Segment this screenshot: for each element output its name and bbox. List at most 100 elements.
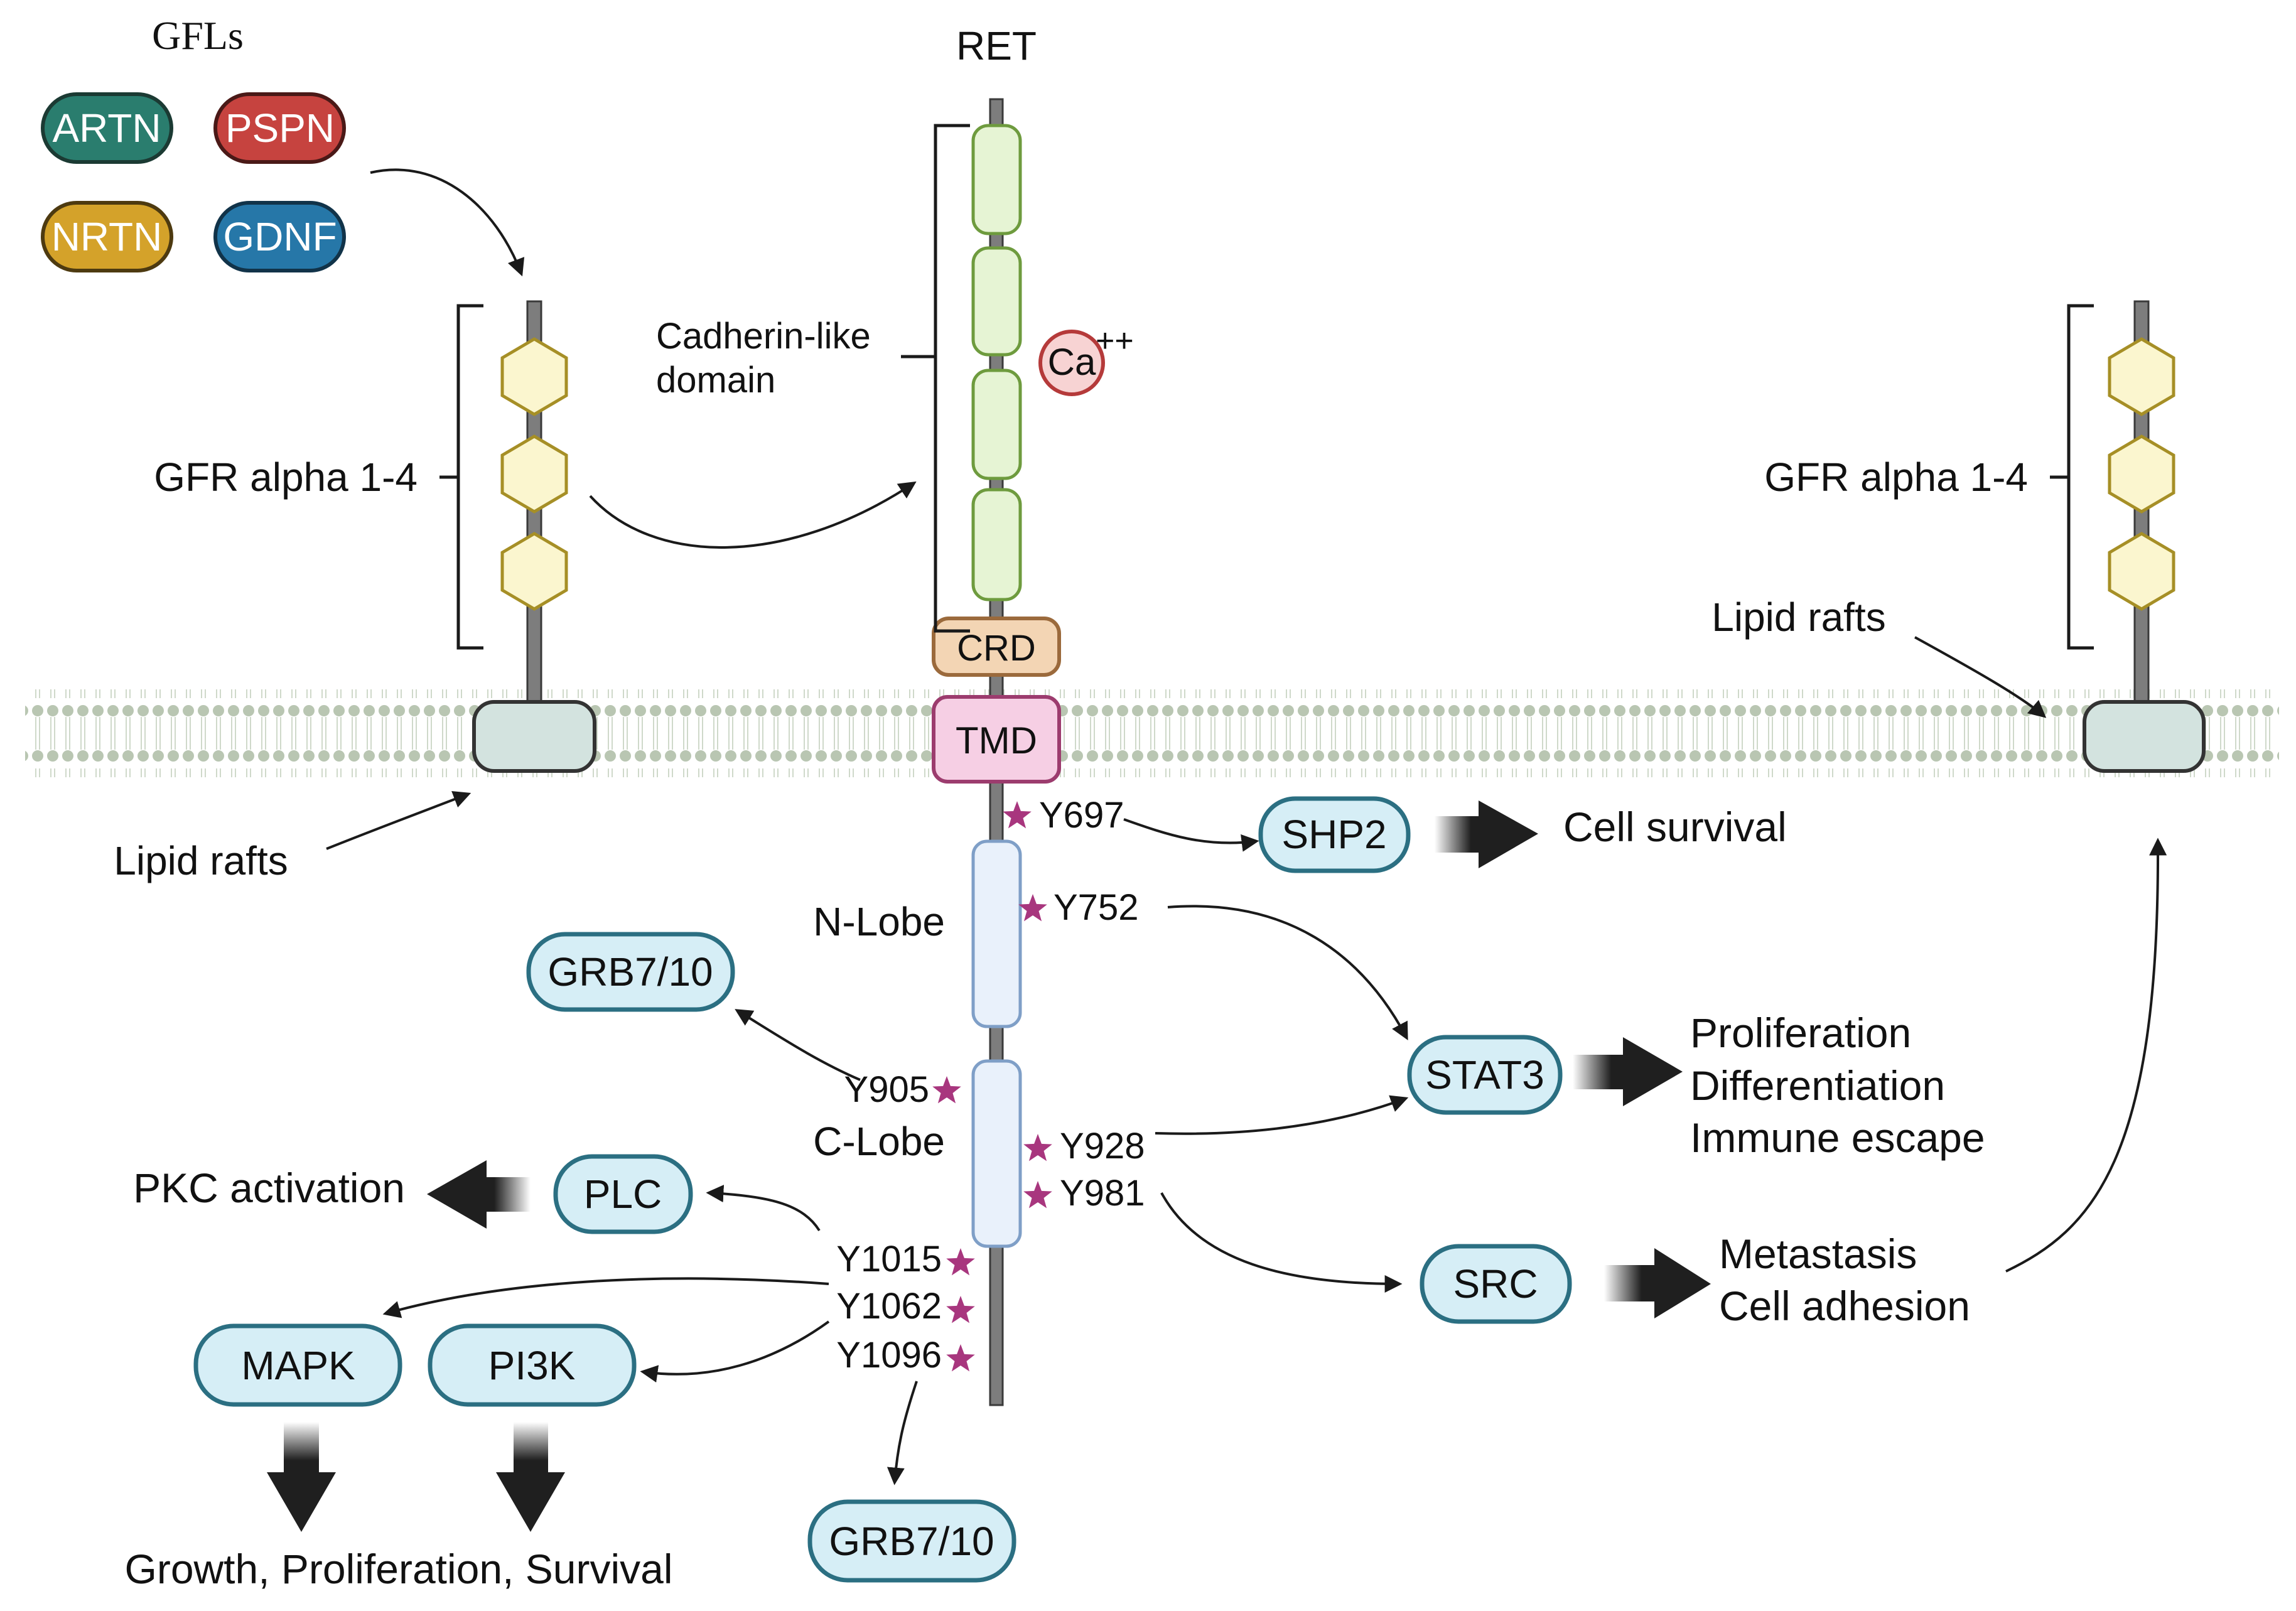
stat3-label: STAT3	[1425, 1052, 1544, 1097]
lipid-rafts-left-arrow	[326, 790, 472, 850]
gfr-domain-hexagon	[2108, 337, 2175, 416]
cadherin-domain	[971, 246, 1022, 357]
effector-pi3k: PI3K	[428, 1323, 637, 1407]
outcome-pkc-activation: PKC activation	[133, 1165, 405, 1211]
pi3k-label: PI3K	[488, 1343, 576, 1388]
outcome-metastasis: Metastasis	[1719, 1231, 1917, 1277]
tmd-label: TMD	[956, 719, 1037, 762]
crd-label: CRD	[957, 628, 1036, 669]
y981-to-src-arrow	[1160, 1192, 1403, 1293]
tyrosine-y697: Y697	[1039, 795, 1124, 836]
ret-title: RET	[956, 23, 1037, 68]
n-lobe-domain	[971, 839, 1022, 1028]
src-label: SRC	[1453, 1261, 1538, 1307]
ligand-gdnf: GDNF	[213, 201, 346, 272]
y752-to-stat3-arrow	[1167, 905, 1408, 1040]
phospho-star-icon	[1023, 1134, 1052, 1161]
phospho-star-icon	[946, 1296, 975, 1323]
phospho-star-icon	[946, 1344, 975, 1372]
calcium-ion: Ca ++	[1038, 323, 1134, 396]
c-lobe-label: C-Lobe	[813, 1119, 945, 1164]
shp2-outcome-arrow	[1435, 800, 1538, 868]
ligand-binding-arrow	[370, 168, 525, 277]
gfr-alpha-right-label: GFR alpha 1-4	[1764, 455, 2028, 500]
effector-grb-bottom: GRB7/10	[807, 1499, 1016, 1583]
y1062-to-pi3k-arrow	[640, 1320, 830, 1383]
gfr-domain-hexagon	[2108, 434, 2175, 514]
outcome-cell-adhesion: Cell adhesion	[1719, 1283, 1970, 1329]
y1062-to-mapk-arrow	[382, 1277, 829, 1318]
ret-receptor: RET Ca ++ CRD TMD	[932, 23, 1134, 1406]
metastasis-to-lipid-raft-arrow	[2005, 838, 2167, 1273]
tyrosine-y905: Y905	[844, 1069, 929, 1110]
grb-bottom-label: GRB7/10	[829, 1519, 994, 1564]
mapk-label: MAPK	[241, 1343, 355, 1388]
tyrosine-y1096: Y1096	[836, 1335, 942, 1376]
ligand-pspn-label: PSPN	[225, 105, 335, 151]
ligand-pspn: PSPN	[213, 92, 346, 164]
y697-to-shp2-arrow	[1123, 818, 1259, 852]
effector-src: SRC	[1420, 1244, 1572, 1324]
phospho-star-icon	[1003, 801, 1032, 829]
cadherin-label-line1: Cadherin-like	[656, 316, 871, 357]
gfr-alpha-left	[472, 300, 596, 773]
phospho-star-icon	[1023, 1181, 1052, 1209]
tyrosine-y928: Y928	[1060, 1126, 1145, 1166]
tyrosine-y1062: Y1062	[836, 1286, 942, 1327]
pi3k-outcome-arrow	[496, 1422, 565, 1532]
phospho-star-icon	[946, 1248, 975, 1276]
cadherin-domain	[971, 124, 1022, 235]
phospho-star-icon	[1018, 894, 1047, 922]
outcome-immune-escape: Immune escape	[1690, 1114, 1985, 1161]
cadherin-domain	[971, 488, 1022, 601]
gfr-alpha-left-label: GFR alpha 1-4	[154, 455, 418, 500]
gfls-title: GFLs	[152, 13, 244, 58]
cadherin-label-line2: domain	[656, 360, 775, 401]
ligand-nrtn-label: NRTN	[51, 214, 163, 259]
tyrosine-y1015: Y1015	[836, 1239, 942, 1280]
gfr-to-ret-arrow	[589, 481, 917, 549]
tyrosine-y752: Y752	[1054, 887, 1138, 928]
gfr-alpha-right	[2083, 300, 2206, 773]
lipid-raft-anchor	[472, 700, 596, 773]
effector-grb-top: GRB7/10	[526, 932, 735, 1012]
outcome-cell-survival: Cell survival	[1563, 804, 1787, 850]
shp2-label: SHP2	[1281, 812, 1386, 857]
effector-stat3: STAT3	[1407, 1035, 1563, 1115]
c-lobe-domain	[971, 1059, 1022, 1248]
ligand-artn-label: ARTN	[52, 105, 161, 151]
y1015-to-plc-arrow	[706, 1185, 821, 1232]
mapk-outcome-arrow	[267, 1422, 336, 1532]
cadherin-bracket	[934, 124, 970, 633]
gfr-bracket-left	[456, 304, 483, 650]
effector-shp2: SHP2	[1258, 796, 1411, 873]
y905-to-grb-arrow	[735, 1009, 861, 1081]
gfr-domain-hexagon	[500, 532, 568, 611]
y1096-to-grb-arrow	[887, 1381, 918, 1485]
phospho-sites	[932, 801, 1052, 1372]
ligand-gdnf-label: GDNF	[223, 214, 337, 259]
phospho-star-icon	[932, 1076, 961, 1104]
src-outcome-arrow	[1604, 1248, 1711, 1318]
gfr-bracket-right	[2067, 304, 2094, 650]
outcome-differentiation: Differentiation	[1690, 1062, 1945, 1109]
cadherin-domain	[971, 369, 1022, 480]
ligand-nrtn: NRTN	[41, 201, 173, 272]
n-lobe-label: N-Lobe	[813, 899, 945, 944]
calcium-label: Ca	[1048, 341, 1096, 383]
y928-to-stat3-arrow	[1155, 1095, 1409, 1135]
cell-membrane	[25, 689, 2279, 777]
outcome-growth-proliferation-survival: Growth, Proliferation, Survival	[125, 1546, 673, 1592]
effector-mapk: MAPK	[193, 1323, 402, 1407]
gfr-domain-hexagon	[2108, 532, 2175, 611]
plc-outcome-arrow	[427, 1160, 531, 1229]
ligand-artn: ARTN	[41, 92, 173, 164]
lipid-rafts-right-label: Lipid rafts	[1711, 595, 1885, 640]
calcium-charge: ++	[1096, 323, 1134, 359]
stat3-outcome-arrow	[1573, 1037, 1683, 1106]
plc-label: PLC	[584, 1172, 662, 1217]
effector-plc: PLC	[553, 1154, 693, 1234]
tyrosine-y981: Y981	[1060, 1173, 1145, 1214]
lipid-rafts-right-arrow	[1914, 636, 2047, 718]
